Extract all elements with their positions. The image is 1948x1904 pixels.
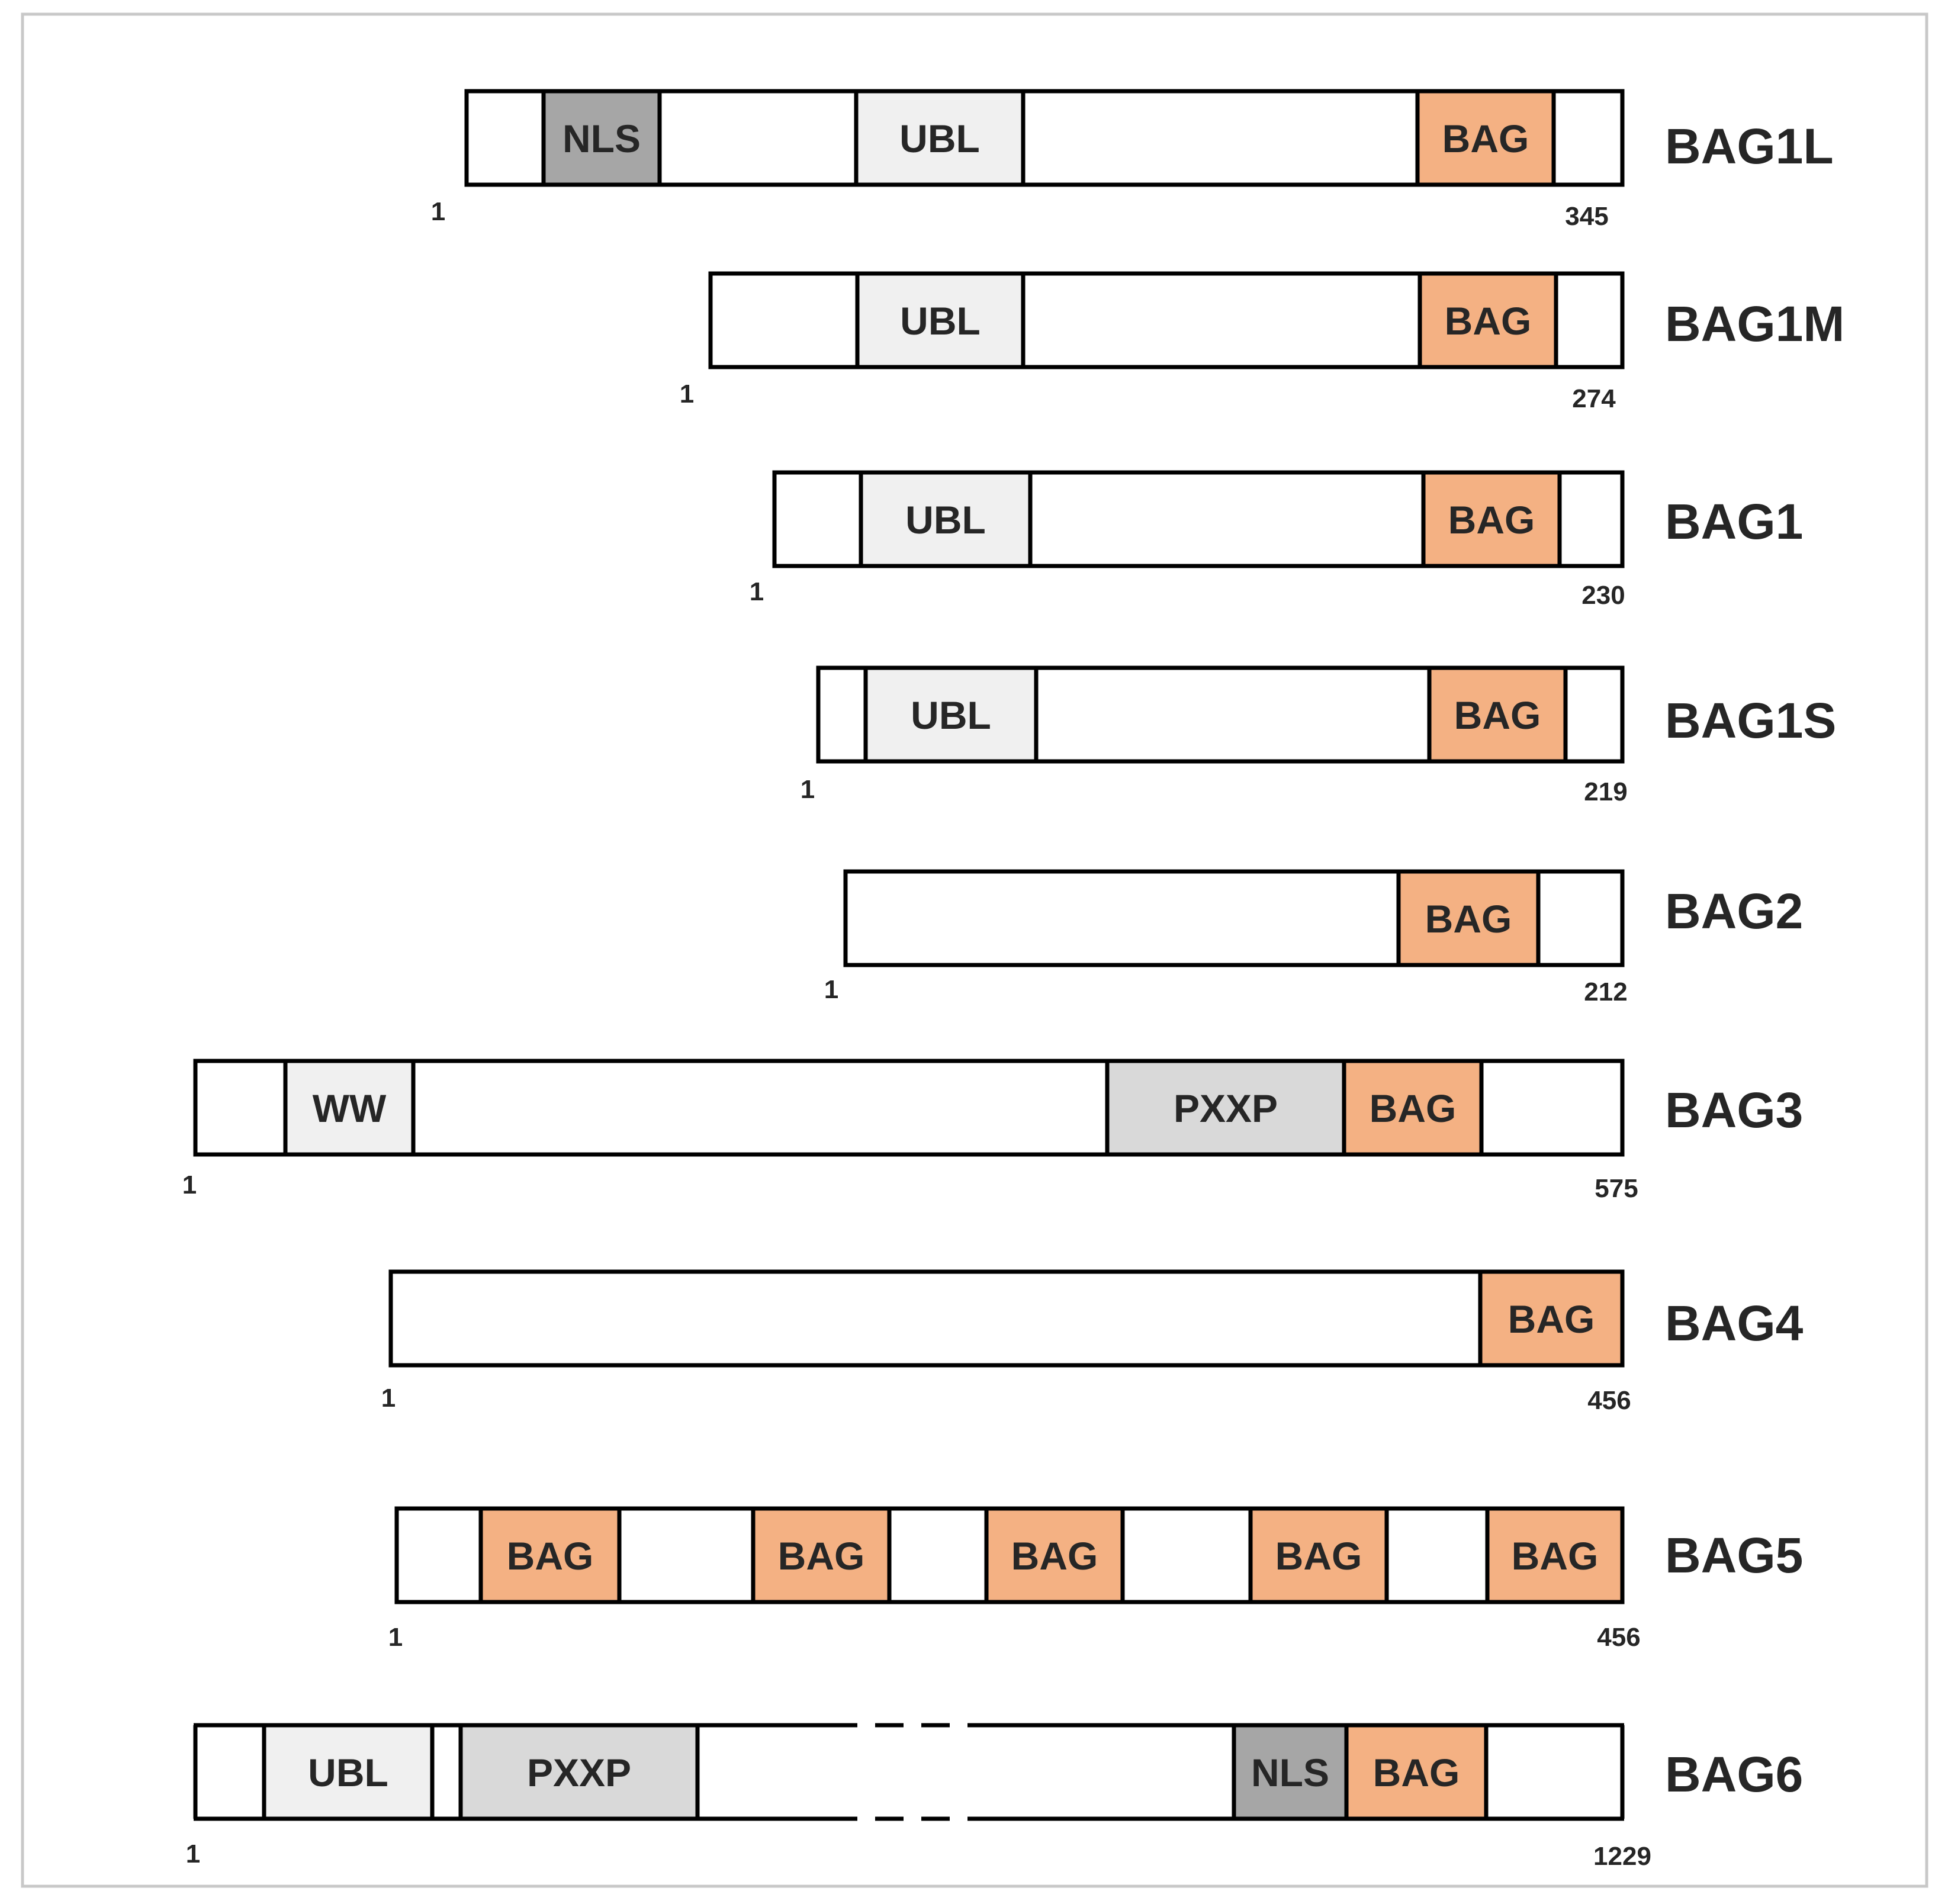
protein-bar-outline <box>193 1059 1625 1157</box>
domain-nls-box <box>1232 1723 1349 1821</box>
domain-bag-label: BAG <box>1448 498 1535 542</box>
domain-ubl-box <box>855 271 1026 369</box>
end-residue-label: 1229 <box>1593 1842 1651 1871</box>
domain-ubl-label: UBL <box>899 117 980 160</box>
domain-ubl-box <box>863 665 1039 764</box>
domain-ubl-label: UBL <box>900 299 981 343</box>
domain-bag-label: BAG <box>507 1534 594 1578</box>
domain-bag-label: BAG <box>1508 1297 1595 1341</box>
domain-bag-box <box>1342 1059 1484 1157</box>
protein-name-label: BAG1L <box>1665 118 1834 174</box>
end-residue-label: 345 <box>1565 202 1608 231</box>
start-residue-label: 1 <box>431 197 445 226</box>
domain-bag-label: BAG <box>1373 1751 1460 1794</box>
domain-bag-label: BAG <box>1454 693 1541 737</box>
protein-bar-outline <box>843 869 1625 967</box>
domain-bag-box <box>1344 1723 1489 1821</box>
end-residue-label: 456 <box>1587 1386 1631 1415</box>
protein-name-label: BAG3 <box>1665 1082 1803 1138</box>
start-residue-label: 1 <box>381 1384 396 1413</box>
domain-nls-label: NLS <box>1251 1751 1329 1794</box>
domain-ww-box <box>283 1059 416 1157</box>
start-residue-label: 1 <box>801 775 815 804</box>
protein-name-label: BAG1 <box>1665 494 1803 549</box>
domain-bag-label: BAG <box>1370 1086 1457 1130</box>
domain-bag-label: BAG <box>1425 897 1512 941</box>
domain-ubl-label: UBL <box>308 1751 388 1794</box>
domain-ubl-label: UBL <box>911 693 991 737</box>
end-residue-label: 575 <box>1595 1174 1638 1203</box>
domain-nls-label: NLS <box>562 117 641 160</box>
protein-bar-outline <box>708 271 1625 369</box>
start-residue-label: 1 <box>388 1623 403 1652</box>
end-residue-label: 274 <box>1572 384 1616 413</box>
protein-name-label: BAG6 <box>1665 1747 1803 1802</box>
start-residue-label: 1 <box>182 1170 197 1199</box>
protein-name-label: BAG5 <box>1665 1527 1803 1583</box>
protein-name-label: BAG1M <box>1665 296 1844 352</box>
end-residue-label: 456 <box>1597 1623 1640 1652</box>
protein-bar-outline <box>464 89 1625 187</box>
domain-bag-box <box>984 1506 1125 1604</box>
domain-pxxp-label: PXXP <box>1174 1086 1278 1130</box>
domain-bag-label: BAG <box>1442 117 1529 160</box>
domain-bag-label: BAG <box>1011 1534 1098 1578</box>
start-residue-label: 1 <box>824 975 838 1004</box>
domain-ubl-label: UBL <box>905 498 986 542</box>
protein-name-label: BAG1S <box>1665 693 1836 748</box>
start-residue-label: 1 <box>750 577 764 606</box>
domain-pxxp-label: PXXP <box>527 1751 631 1794</box>
domain-bag-box <box>1415 89 1556 187</box>
domain-bag-label: BAG <box>778 1534 865 1578</box>
figure-frame <box>21 12 1928 1888</box>
domain-bag-label: BAG <box>1512 1534 1599 1578</box>
domain-bag-box <box>1421 470 1562 568</box>
start-residue-label: 1 <box>186 1839 200 1868</box>
protein-bar <box>391 1272 1622 1365</box>
end-residue-label: 230 <box>1581 581 1625 610</box>
end-residue-label: 212 <box>1584 977 1627 1006</box>
protein-bar-outline <box>816 665 1625 764</box>
protein-bar-outline <box>772 470 1625 568</box>
domain-bag-label: BAG <box>1275 1534 1362 1578</box>
protein-name-label: BAG4 <box>1665 1295 1804 1351</box>
protein-bar-outline <box>388 1269 1625 1368</box>
end-residue-label: 219 <box>1584 777 1627 806</box>
domain-bag-label: BAG <box>1445 299 1532 343</box>
protein-name-label: BAG2 <box>1665 883 1803 939</box>
domain-ww-label: WW <box>313 1086 387 1130</box>
protein-bar-outline <box>394 1506 1625 1604</box>
start-residue-label: 1 <box>680 379 694 409</box>
